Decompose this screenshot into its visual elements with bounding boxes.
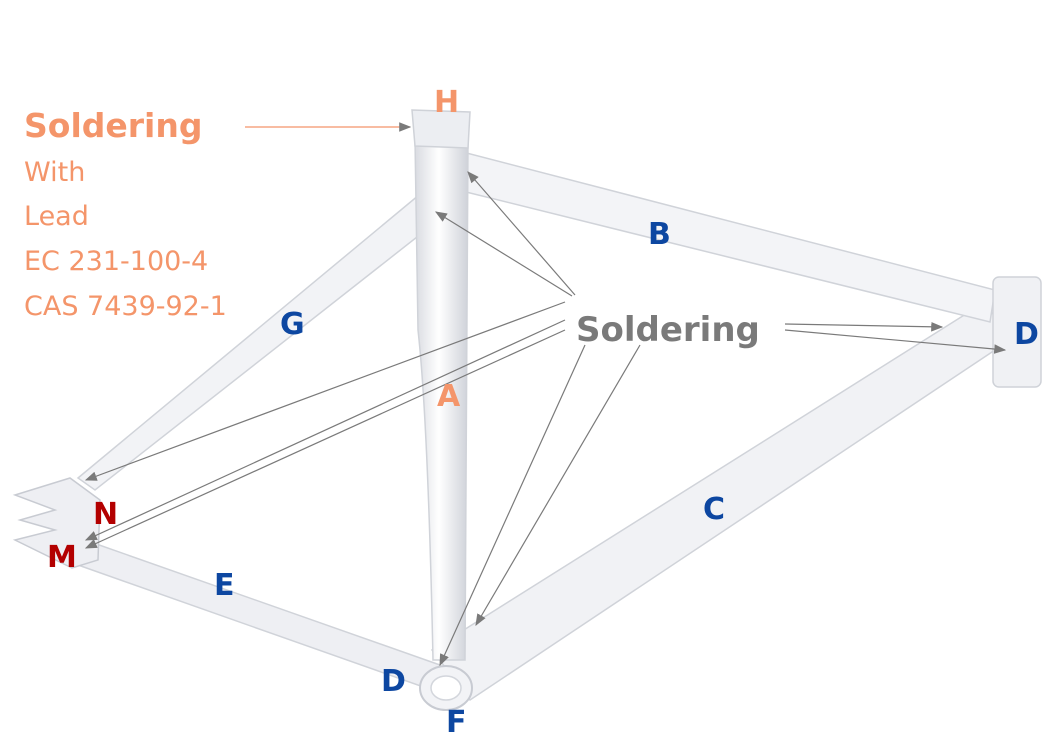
seat-clamp bbox=[411, 109, 471, 149]
seat-tube bbox=[414, 139, 469, 661]
left-note-line-2: Lead bbox=[24, 201, 89, 232]
center-soldering-label: Soldering bbox=[576, 310, 760, 350]
label-m: M bbox=[47, 540, 77, 575]
head-tube bbox=[992, 276, 1042, 388]
label-a: A bbox=[437, 379, 461, 414]
left-soldering-title: Soldering bbox=[24, 106, 203, 145]
rear-dropout bbox=[12, 477, 101, 569]
label-b: B bbox=[648, 217, 671, 252]
label-d-bottom: D bbox=[381, 664, 406, 699]
top-tube bbox=[454, 149, 996, 323]
label-c: C bbox=[703, 492, 726, 527]
soldering-arrows bbox=[84, 122, 1007, 667]
label-n: N bbox=[93, 497, 119, 532]
label-h: H bbox=[434, 85, 460, 120]
seat-stay bbox=[76, 188, 447, 491]
left-note-line-1: With bbox=[24, 157, 86, 188]
left-note-line-4: CAS 7439-92-1 bbox=[24, 291, 227, 322]
left-note-line-3: EC 231-100-4 bbox=[24, 246, 209, 277]
label-e: E bbox=[214, 568, 235, 603]
label-f: F bbox=[446, 705, 467, 740]
label-d-right: D bbox=[1014, 317, 1039, 352]
label-g: G bbox=[280, 307, 305, 342]
